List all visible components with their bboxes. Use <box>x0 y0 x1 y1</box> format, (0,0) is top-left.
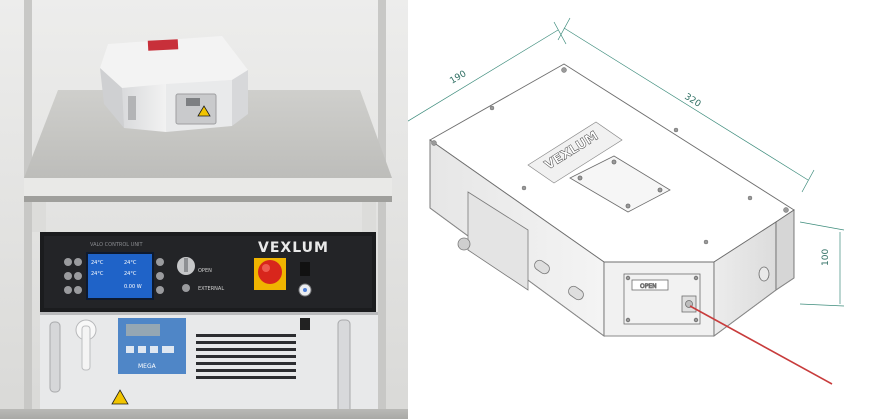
dimension-length-label: 320 <box>682 92 702 110</box>
chiller-unit: MEGA <box>40 312 378 419</box>
warning-icon <box>111 389 129 405</box>
dimension-height <box>799 221 845 307</box>
port-label: OPEN <box>640 283 657 290</box>
screen-value-4: 24°C <box>124 271 137 277</box>
chiller-vent-grille <box>196 334 296 379</box>
dimension-length <box>557 17 815 193</box>
brand-logo: VEXLUM <box>258 240 329 256</box>
controller-screen <box>88 254 152 298</box>
control-unit-rack: VALO CONTROL UNIT VEXLUM 24°C 24°C 24°C … <box>40 232 376 312</box>
laser-head-unit <box>100 36 248 132</box>
technical-drawing: 190 320 100 VEXLUM <box>408 17 845 385</box>
screen-value-1: 24°C <box>91 260 104 266</box>
side-port-hole <box>758 266 770 282</box>
top-access-plate <box>569 155 671 213</box>
key-label-open: OPEN <box>198 268 212 274</box>
dimension-height-label: 100 <box>821 249 831 266</box>
product-photo: VALO CONTROL UNIT VEXLUM 24°C 24°C 24°C … <box>0 0 408 419</box>
output-port-window: OPEN <box>623 273 701 325</box>
laser-beam <box>689 305 833 385</box>
screen-value-5: 0.00 W <box>124 284 142 290</box>
key-label-external: EXTERNAL <box>198 286 224 292</box>
screen-value-2: 24°C <box>124 260 137 266</box>
dimension-width-label: 190 <box>448 69 468 87</box>
top-screws <box>431 67 789 245</box>
side-panel-plate <box>457 191 584 301</box>
chiller-brand-label: MEGA <box>138 363 157 370</box>
dimension-width <box>408 21 567 122</box>
controller-title: VALO CONTROL UNIT <box>90 242 144 248</box>
screen-value-3: 24°C <box>91 271 104 277</box>
